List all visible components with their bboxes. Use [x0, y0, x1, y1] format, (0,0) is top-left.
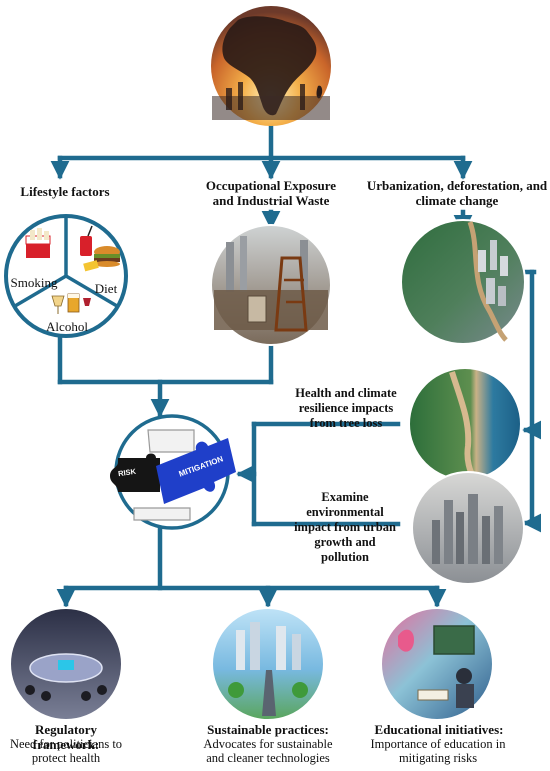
educational-image	[380, 607, 494, 721]
pie-label-diet: Diet	[94, 281, 118, 296]
educational-title: Educational initiatives:	[374, 722, 504, 737]
sustainable-description: Advocates for sustainable and cleaner te…	[203, 737, 333, 765]
urban-growth-label: Examine environmental impact from urban …	[294, 490, 396, 564]
sustainable-title: Sustainable practices:	[207, 722, 329, 737]
regulatory-title: Regulatory framework:	[32, 722, 100, 752]
regulatory-image	[9, 607, 123, 721]
pie-divider-right	[65, 274, 118, 308]
pie-divider-left	[14, 274, 67, 308]
industry-image	[210, 224, 332, 346]
pie-label-alcohol: Alcohol	[46, 319, 88, 334]
risk-mitigation-puzzle	[110, 414, 236, 530]
africa-image	[211, 6, 331, 126]
lifestyle-pie	[4, 214, 128, 338]
educational-description: Importance of education in mitigating ri…	[370, 737, 506, 765]
regulatory-description: Need for politicians to protect health	[9, 737, 123, 765]
lifestyle-factors-label: Lifestyle factors	[20, 184, 110, 199]
urban-smog-image	[411, 471, 525, 585]
connector-lines	[50, 109, 542, 608]
alcohol-icon	[51, 293, 91, 314]
fast-food-icon	[80, 225, 120, 272]
occupational-exposure-label: Occupational Exposure and Industrial Was…	[205, 178, 337, 208]
sustainable-image	[211, 607, 325, 721]
urban-deforestation-image	[400, 219, 526, 345]
urbanization-label: Urbanization, deforestation, and climate…	[366, 178, 548, 208]
tree-loss-label: Health and climate resilience impacts fr…	[295, 386, 397, 430]
pie-label-smoking: Smoking	[10, 275, 58, 290]
tree-loss-image	[408, 367, 522, 481]
mitigation-piece	[156, 438, 236, 504]
cigarette-icon	[25, 228, 51, 258]
risk-piece	[110, 453, 160, 492]
